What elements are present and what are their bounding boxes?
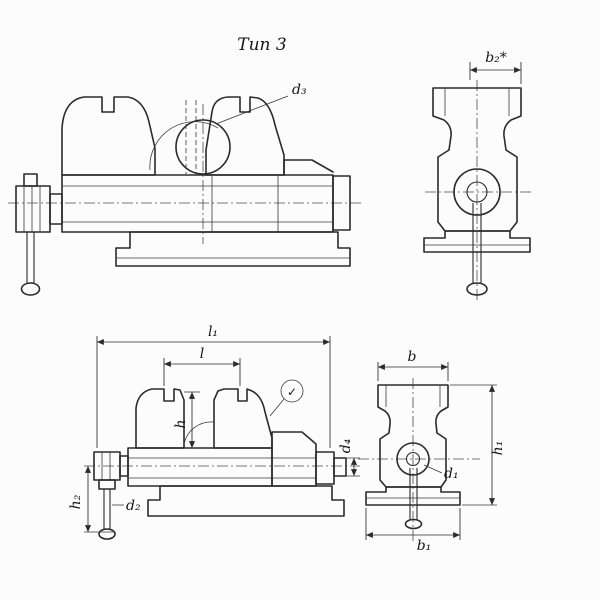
handle-rod: [103, 489, 111, 530]
d4-extension-lines: [346, 457, 360, 477]
movable-jaw: [135, 388, 185, 449]
screw-hole-circle: [466, 181, 488, 203]
screw-head-knurl: [23, 186, 41, 232]
side-view-top: b₂*: [423, 50, 531, 302]
l-extension-lines: [163, 358, 241, 386]
screw-hole-circle: [405, 451, 421, 467]
jaw-step-lines: [444, 88, 510, 116]
hidden-slot-lines: [185, 100, 197, 175]
h-label: h: [173, 419, 189, 428]
end-nut: [332, 175, 351, 231]
d1-leader-line: [423, 464, 443, 474]
h1-label: h₁: [490, 441, 506, 456]
d3-leader-line: [215, 95, 289, 125]
side-view-bottom: b h₁ d₁ b₁: [358, 349, 506, 554]
end-nut: [315, 451, 335, 485]
base: [147, 485, 345, 517]
l1-label: l₁: [208, 324, 218, 340]
screw-bore-circle: [175, 119, 231, 175]
b2-label: b₂*: [485, 50, 507, 66]
l1-extension-lines: [96, 336, 331, 448]
handle-rod: [472, 203, 482, 284]
handle-ball: [404, 518, 423, 530]
b1-label: b₁: [417, 538, 432, 554]
handle-ball: [20, 282, 41, 296]
movable-jaw: [61, 96, 156, 176]
handle-ball: [98, 528, 116, 540]
l-label: l: [200, 346, 204, 362]
handle-nut: [98, 479, 116, 490]
screw-collar: [49, 193, 63, 225]
handle-rod: [409, 468, 418, 520]
surface-mark-leader: [269, 398, 285, 417]
h2-label: h₂: [68, 494, 84, 509]
base: [423, 230, 531, 253]
screw-head: [15, 185, 51, 233]
b-label: b: [408, 349, 417, 365]
screw-head: [93, 451, 121, 481]
base: [115, 231, 351, 267]
rear-bracket: [283, 159, 334, 176]
screw-hub-arc: [149, 121, 219, 171]
surface-mark-circle: [280, 379, 304, 403]
base: [365, 486, 461, 506]
slide-body: [61, 174, 334, 233]
d2-label: d₂: [126, 498, 141, 514]
surface-mark-symbol: ✓: [287, 385, 297, 399]
front-view-bottom: l₁ l h h₂ d₂ d₄ ✓: [68, 324, 360, 540]
column-lines: [211, 175, 279, 232]
screw-boss-circle: [396, 442, 430, 476]
slide-body: [127, 447, 273, 487]
slide-detail-lines: [128, 457, 316, 479]
screw-boss-circle: [453, 168, 501, 216]
slide-detail-lines: [62, 185, 333, 223]
handle-ball: [466, 282, 488, 296]
handle-rod: [26, 232, 35, 284]
jaw-step-lines: [385, 385, 441, 407]
screw-tail: [333, 457, 347, 477]
fixed-jaw: [213, 388, 273, 449]
screw-head-knurl: [101, 452, 111, 480]
d4-label: d₄: [338, 438, 354, 453]
fixed-jaw: [205, 96, 285, 176]
d1-label: d₁: [444, 466, 459, 482]
front-view-top: d₃: [8, 82, 362, 296]
d3-label: d₃: [292, 82, 307, 98]
drawing-type-title: Тип 3: [237, 35, 286, 55]
handle-top-knob: [23, 173, 38, 187]
